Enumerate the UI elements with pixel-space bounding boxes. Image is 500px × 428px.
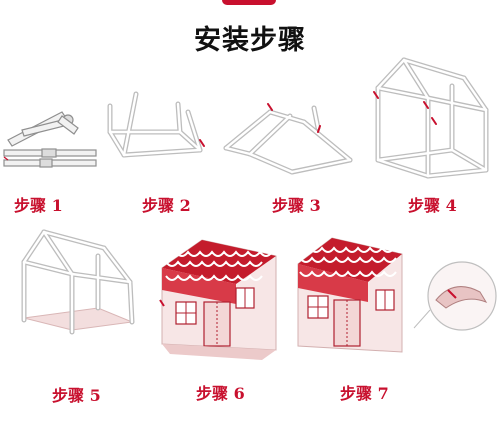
page-title: 安装步骤	[194, 25, 306, 56]
step5-figure	[21, 229, 135, 335]
step7-figure	[297, 237, 407, 353]
step-5-label: 步骤 5	[52, 386, 101, 405]
detail-callout	[413, 261, 497, 331]
step-6-label: 步骤 6	[196, 384, 245, 403]
step-1-label: 步骤 1	[14, 196, 63, 215]
bottom-cropped-decoration	[0, 420, 500, 428]
top-decoration	[222, 0, 276, 5]
step-7-label: 步骤 7	[340, 384, 389, 403]
step4-figure	[373, 57, 489, 179]
step-2-label: 步骤 2	[142, 196, 191, 215]
step-4-label: 步骤 4	[408, 196, 457, 215]
step1-figure	[3, 111, 97, 168]
step2-figure	[107, 91, 205, 158]
step3-figure	[223, 103, 353, 175]
step-3-label: 步骤 3	[272, 196, 321, 215]
step6-figure	[159, 239, 277, 360]
